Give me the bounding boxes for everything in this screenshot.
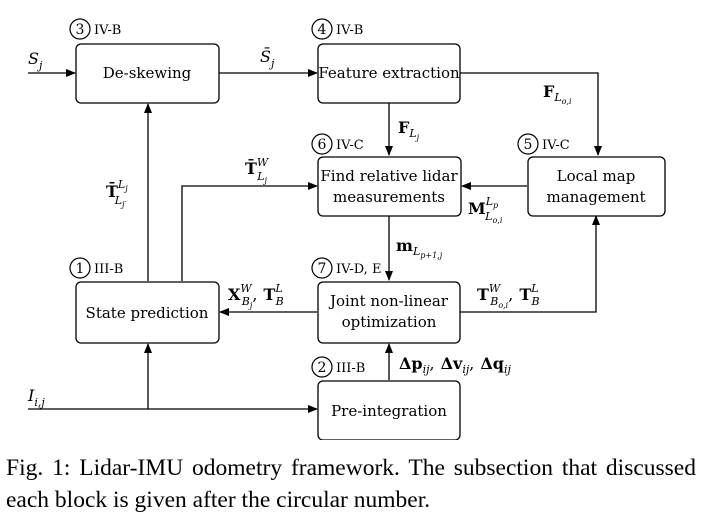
state-number: 1 [76, 261, 85, 277]
state-section: III-B [94, 262, 123, 277]
signal-f-l-oi: FLo,i [543, 82, 572, 106]
signal-f-l-j: FLj [398, 118, 420, 142]
feature-number: 4 [318, 22, 327, 38]
relative-number-circle [311, 133, 333, 155]
state-number-circle [69, 257, 91, 279]
localmap-number: 5 [524, 137, 533, 153]
arrow-state-to-relative [181, 182, 318, 281]
signal-m-l: mLp+1,j [396, 236, 443, 260]
deskew-section: IV-B [94, 23, 121, 38]
joint-label-line2: optimization [342, 313, 437, 331]
preint-number: 2 [318, 360, 327, 376]
joint-label-line1: Joint non-linear [328, 292, 449, 310]
state-box [75, 281, 220, 344]
signal-deltas: Δpij,Δvij,Δqij [399, 354, 512, 376]
localmap-box [527, 156, 666, 217]
arrow-feature-to-localmap [460, 72, 602, 156]
signal-i-ij: Ii,j [27, 386, 45, 409]
relative-label-line2: measurements [333, 188, 445, 206]
deskew-box [75, 43, 220, 104]
preint-section: III-B [336, 361, 365, 376]
feature-label: Feature extraction [318, 64, 460, 82]
localmap-label-line1: Local map [557, 167, 636, 185]
odometry-framework-diagram: De-skewing Feature extraction Find relat… [27, 18, 666, 440]
deskew-number: 3 [76, 22, 85, 38]
arrow-joint-to-localmap [460, 215, 600, 313]
preint-number-circle [311, 356, 333, 378]
localmap-label-line2: management [546, 188, 645, 206]
deskew-label: De-skewing [103, 64, 192, 82]
relative-label-line1: Find relative lidar [320, 167, 458, 185]
signal-s-bar-j: S̄j [260, 45, 275, 70]
figure-caption: Fig. 1: Lidar-IMU odometry framework. Th… [6, 455, 696, 513]
localmap-number-circle [517, 133, 539, 155]
preint-box [317, 380, 461, 440]
preint-label: Pre-integration [331, 402, 447, 420]
deskew-number-circle [69, 18, 91, 40]
relative-box [317, 156, 462, 217]
feature-section: IV-B [336, 23, 363, 38]
signal-s-j: Sj [28, 49, 43, 72]
feature-box [317, 43, 461, 104]
feature-number-circle [311, 18, 333, 40]
joint-section: IV-D, E [336, 262, 381, 277]
joint-box [317, 281, 461, 344]
state-label: State prediction [86, 304, 209, 322]
relative-number: 6 [318, 137, 327, 153]
joint-number: 7 [318, 261, 327, 277]
localmap-section: IV-C [542, 138, 570, 153]
relative-section: IV-C [336, 138, 364, 153]
joint-number-circle [311, 257, 333, 279]
